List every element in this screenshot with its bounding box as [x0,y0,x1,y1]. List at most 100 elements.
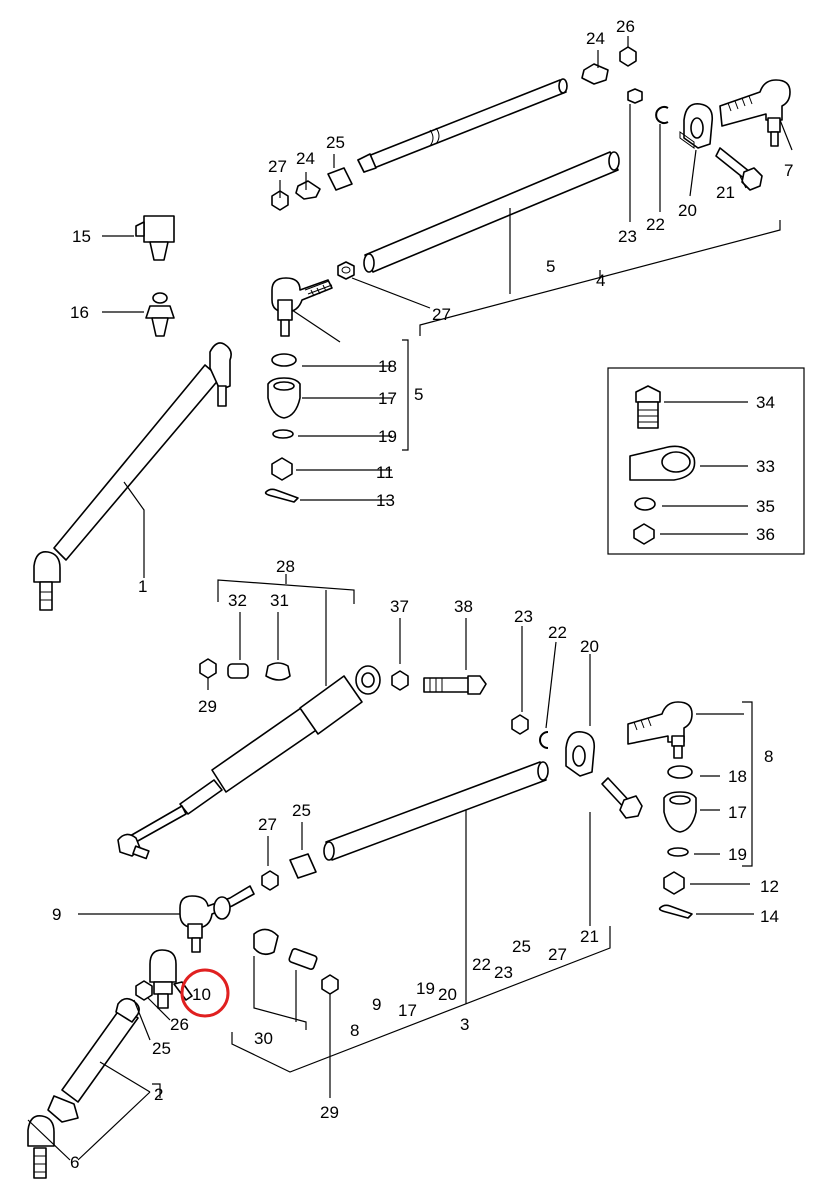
bushing-31-part [265,662,291,681]
label-27-upper: 27 [432,305,451,324]
left-ball-joint-kit-5 [264,339,409,503]
steering-damper-part [117,665,381,860]
upper-ring-22-part [655,106,669,124]
label-29-upper: 29 [198,697,217,716]
left-washer-24-part [295,180,321,200]
label-20-lower: 20 [580,637,599,656]
upper-tie-rod-part [357,78,568,173]
label-37: 37 [390,597,409,616]
label-31: 31 [270,591,289,610]
label-21-upper: 21 [716,183,735,202]
label-8-lower: 8 [350,1021,359,1040]
label-25-lower: 25 [292,801,311,820]
label-38: 38 [454,597,473,616]
label-20-row: 20 [438,985,457,1004]
upper-nut-27-part [337,261,355,280]
label-9-lower: 9 [372,995,381,1014]
label-19-upper: 19 [378,427,397,446]
upper-nut-23-part [627,88,643,104]
label-23-lower: 23 [514,607,533,626]
bracket-3 [231,926,611,1073]
inset-box [607,367,805,555]
label-25-left: 25 [152,1039,171,1058]
nut-29-lower-part [321,974,339,995]
label-30: 30 [254,1029,273,1048]
label-19-lower: 19 [728,845,747,864]
label-14: 14 [760,907,779,926]
upper-tube-part [363,151,620,273]
label-29-lower: 29 [320,1103,339,1122]
short-tie-rod-2-part [27,997,151,1179]
upper-bolt-part [715,147,763,191]
label-12: 12 [760,877,779,896]
inset-parts [629,385,748,545]
grease-fitting-15-part [102,215,175,261]
label-7: 7 [784,161,793,180]
label-18-upper: 18 [378,357,397,376]
label-15: 15 [72,227,91,246]
label-18-lower: 18 [728,767,747,786]
label-10: 10 [192,985,211,1004]
label-6: 6 [70,1153,79,1172]
bushing-30a-part [253,928,279,956]
top-nut-26-part [619,46,637,67]
lower-right-ball-joint-part [627,701,693,759]
label-17-row: 17 [398,1001,417,1020]
label-16: 16 [70,303,89,322]
label-2: 2 [154,1085,163,1104]
label-24-top: 24 [586,29,605,48]
label-20-upper: 20 [678,201,697,220]
label-26-top: 26 [616,17,635,36]
lower-bushing-25-part [289,853,317,879]
label-13: 13 [376,491,395,510]
label-24-left: 24 [296,149,315,168]
bolt-38-part [423,675,487,695]
label-21-row: 21 [580,927,599,946]
upper-clamp-part [679,103,714,149]
label-11: 11 [376,463,394,482]
label-3: 3 [460,1015,469,1034]
lower-ball-joint-kit-8 [658,701,754,919]
label-32: 32 [228,591,247,610]
label-22-lower: 22 [548,623,567,642]
label-22-row: 22 [472,955,491,974]
upper-right-ball-joint-part [719,79,791,147]
lower-nut-26-part [135,980,153,1001]
lower-nut-27-part [261,870,279,891]
label-25-row: 25 [512,937,531,956]
label-9: 9 [52,905,61,924]
label-22-upper: 22 [646,215,665,234]
left-bushing-25-part [327,167,353,191]
lower-clamp-part [565,731,596,777]
label-8: 8 [764,747,773,766]
bracket-30 [253,956,307,1030]
label-19-row: 19 [416,979,435,998]
washer-37-part [391,670,409,691]
bracket-28 [217,579,355,604]
label-5-upper: 5 [546,257,555,276]
bushing-32-part [227,663,249,679]
label-17-upper: 17 [378,389,397,408]
label-4: 4 [596,271,605,290]
label-27-left: 27 [268,157,287,176]
leaders-upper [279,36,793,343]
label-5-kit: 5 [414,385,423,404]
long-tie-rod-1-part [33,342,232,611]
label-23-upper: 23 [618,227,637,246]
label-34: 34 [756,393,775,412]
top-washer-24-part [581,63,609,85]
ball-joint-9-part [78,885,255,953]
lower-tube-part [323,761,549,861]
lower-ring-22-part [539,731,549,749]
grease-fitting-16-part [102,292,175,337]
label-17-lower: 17 [728,803,747,822]
label-36: 36 [756,525,775,544]
bushing-30b-part [288,948,318,970]
label-26-lower: 26 [170,1015,189,1034]
label-35: 35 [756,497,775,516]
label-27-lower: 27 [258,815,277,834]
nut-29-upper-part [199,658,217,679]
ball-joint-10-part [149,949,193,1009]
callout-labels: 1 2 3 4 5 5 6 7 8 8 9 9 10 11 12 13 14 1… [52,17,793,1172]
